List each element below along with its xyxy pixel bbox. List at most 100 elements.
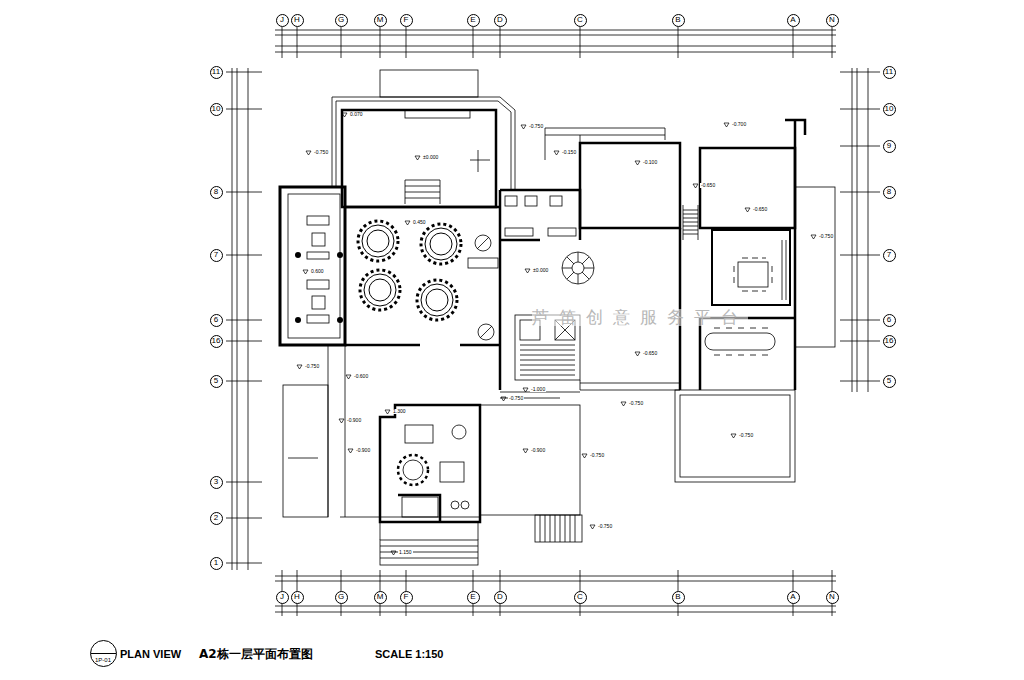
elevation-triangle [342,113,347,117]
grid-axis-bubble: A [787,591,800,604]
elevation-triangle [306,151,311,155]
axis-label: B [675,593,680,601]
elevation-mark: -0.900 [346,418,362,423]
axis-label: 2 [214,514,218,522]
grid-axis-bubble: F [400,591,413,604]
elevation-mark: -0.750 [313,150,329,155]
grid-axis-bubble: 10 [883,103,896,116]
grid-axis-bubble: B [672,591,685,604]
axis-label: 8 [214,188,218,196]
elevation-triangle [635,161,640,165]
axis-label: 8 [887,188,891,196]
elevation-mark: -0.750 [508,396,524,401]
elevation-mark: 1.150 [398,550,413,555]
grid-axis-bubble: 8 [883,186,896,199]
grid-axis-bubble: M [374,591,387,604]
axis-label: C [577,593,583,601]
elevation-triangle [554,151,559,155]
elevation-triangle [303,270,308,274]
elevation-triangle [621,402,626,406]
grid-axis-bubble: N [826,591,839,604]
drawing-number-symbol: 1P-01 [90,640,117,667]
axis-label: H [294,16,300,24]
elevation-mark: -0.750 [738,433,754,438]
axis-label: 11 [885,68,893,76]
grid-axis-bubble: J [276,591,289,604]
symbol-divider [91,653,116,654]
elevation-markers [297,113,816,555]
grid-axis-bubble: 5 [883,375,896,388]
elevation-mark: 1.300 [392,409,407,414]
grid-axis-bubble: D [494,591,507,604]
elevation-triangle [731,434,736,438]
grid-axis-bubble: B [672,14,685,27]
grid-axis-bubble: 9 [883,140,896,153]
elevation-triangle [346,375,351,379]
axis-label: B [675,16,680,24]
elevation-triangle [811,235,816,239]
elevation-mark: -1.000 [530,387,546,392]
axis-label: C [577,16,583,24]
axis-label: N [829,593,835,601]
axis-label: 16 [885,337,894,345]
caption-text: SCALE 1:150 [375,649,443,660]
axis-label: D [497,593,503,601]
axis-label: J [280,593,284,601]
elevation-triangle [523,388,528,392]
elevation-triangle [523,449,528,453]
grid-axis-bubble: 7 [210,249,223,262]
axis-label: G [338,593,344,601]
grid-axis-bubble: D [494,14,507,27]
axis-label: 6 [887,316,891,324]
grid-axis-bubble: 7 [883,249,896,262]
axis-label: 10 [885,105,894,113]
elevation-mark: -0.750 [589,453,605,458]
elevation-mark: -0.650 [642,351,658,356]
axis-label: 1P-01 [95,657,111,663]
elevation-mark: 0.600 [310,269,325,274]
elevation-mark: -0.600 [353,374,369,379]
grid-axis-bubble: 6 [210,314,223,327]
elevation-mark: -0.100 [642,160,658,165]
elevation-mark: -0.650 [700,183,716,188]
elevation-mark: -0.150 [561,150,577,155]
axis-label: F [404,593,409,601]
elevation-triangle [582,454,587,458]
grid-axis-bubble: 3 [210,476,223,489]
grid-axis-bubble: H [291,591,304,604]
elevation-mark: 0.450 [412,220,427,225]
grid-axis-bubble: F [400,14,413,27]
axis-label: 5 [214,377,218,385]
grid-axis-bubble: 16 [210,335,223,348]
caption-text: PLAN VIEW [120,649,181,660]
grid-axis-bubble: 1 [210,557,223,570]
axis-label: 9 [887,142,891,150]
grid-axis-bubble: E [467,14,480,27]
elevation-triangle [385,410,390,414]
axis-label: 7 [887,251,891,259]
grid-axis-bubble: 11 [883,66,896,79]
axis-label: 10 [212,105,221,113]
elevation-mark: -0.750 [528,124,544,129]
watermark: 芦笛创意服务平台 [532,309,748,326]
elevation-mark: -0.900 [530,448,546,453]
grid-axis-bubble: 10 [210,103,223,116]
elevation-mark: -0.750 [304,364,320,369]
elevation-mark: 0.070 [349,112,364,117]
grid-axis-bubble: 8 [210,186,223,199]
axis-label: A [790,593,795,601]
axis-label: 3 [214,478,218,486]
elevation-triangle [415,156,420,160]
axis-label: A [790,16,795,24]
axis-label: M [377,16,384,24]
axis-label: 1 [214,559,218,567]
elevation-triangle [297,365,302,369]
axis-label: 7 [214,251,218,259]
grid-axis-bubble: C [574,14,587,27]
axis-label: E [470,593,475,601]
grid-axis-bubble: M [374,14,387,27]
grid-axis-bubble: 11 [210,66,223,79]
elevation-mark: ±0.000 [532,268,549,273]
grid-axis-bubble: G [335,14,348,27]
